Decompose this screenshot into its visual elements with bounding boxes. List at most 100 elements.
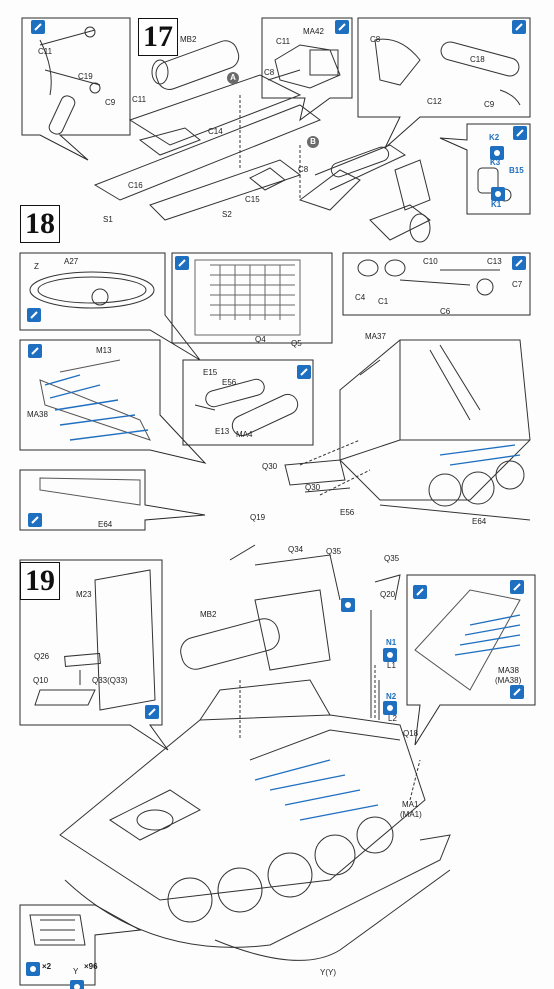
label-c7: C7 [512,280,523,289]
label-c6: C6 [440,307,451,316]
label-c4: C4 [355,293,366,302]
label-q20: Q20 [380,590,396,599]
label-q5: Q5 [291,339,302,348]
glue-icon [510,580,524,594]
label-mb2: MB2 [180,35,197,44]
label-k1: K1 [491,200,502,209]
label-y: Y [73,967,79,976]
label-mb2: MB2 [200,610,217,619]
label-n1: N1 [386,638,397,647]
label-ma37: MA37 [365,332,386,341]
glue-icon [335,20,349,34]
glue-icon [512,20,526,34]
label-c18: C18 [470,55,485,64]
glue-icon [513,126,527,140]
glue-icon [175,256,189,270]
label-x2: ×2 [42,962,52,971]
vehicle19-art [59,679,451,961]
callout-box-m13 [19,339,207,464]
label-c16: C16 [128,181,143,190]
vehicle18-blue-lines [439,444,521,466]
vehicle18-art [284,339,531,521]
label-ma38: MA38 [27,410,48,419]
label-e56: E56 [340,508,355,517]
label-q35: Q35 [384,554,400,563]
label-ma38: MA38 [498,666,519,675]
cement-icon [341,598,355,612]
cement-icon [491,187,505,201]
label-e56: E56 [222,378,237,387]
glue-icon [297,365,311,379]
vehicle19-blue-arrows [254,759,379,821]
cement-icon [26,962,40,976]
inset1-art [39,26,101,135]
label-q33: Q33(Q33) [92,676,128,685]
callout-box-track-link [19,904,142,986]
label-b15: B15 [509,166,524,175]
vehicle19-dashed [239,665,421,801]
callout-box-c18 [357,17,531,149]
track-art [29,271,155,309]
callout-box-q [19,559,169,751]
label-ma38-paren: (MA38) [495,676,522,685]
label-q26: Q26 [34,652,50,661]
label-z: Z [34,262,39,271]
label-e64: E64 [472,517,487,526]
cement-icon [383,648,397,662]
label-c11: C11 [38,47,53,56]
callout-box-c19 [21,17,131,161]
label-a27: A27 [64,257,79,266]
callout-box-k [439,123,531,215]
label-n2: N2 [386,692,397,701]
label-ma4: MA4 [236,430,253,439]
label-c11: C11 [276,37,291,46]
m13-blue-arrows [44,374,149,441]
callout-box-e64 [19,469,206,531]
inset2-art [267,44,341,89]
e64-art [39,477,141,506]
label-yy: Y(Y) [320,968,336,977]
label-m13: M13 [96,346,112,355]
label-q30: Q30 [262,462,278,471]
glue-icon [28,513,42,527]
callout-box-c [342,252,531,316]
label-c8: C8 [370,35,381,44]
label-ma1-paren: (MA1) [400,810,422,819]
glue-icon [510,685,524,699]
cement-icon [490,146,504,160]
label-m23: M23 [76,590,92,599]
ma38-blue-arrows [454,614,521,656]
glue-icon [31,20,45,34]
ma38-art [414,589,521,691]
label-k2: K2 [489,133,500,142]
cement-icon [383,701,397,715]
label-q35: Q35 [326,547,342,556]
inset3-art [374,38,521,106]
label-q34: Q34 [288,545,304,554]
marker-a: A [227,72,239,84]
label-c14: C14 [208,127,223,136]
label-s1: S1 [103,215,113,224]
e-parts-art [194,378,299,437]
label-e15: E15 [203,368,218,377]
label-c9: C9 [105,98,116,107]
label-ma1: MA1 [402,800,419,809]
label-c13: C13 [487,257,502,266]
vehicle18-dashed [299,439,371,496]
q-parts-art [34,569,156,711]
glue-icon [512,256,526,270]
step-number-17: 17 [138,18,178,56]
gun-art [93,40,431,243]
label-c11: C11 [132,95,147,104]
label-c8: C8 [264,68,275,77]
label-q19: Q19 [250,513,266,522]
callout-box-ma38 [406,574,536,746]
marker-b: B [307,136,319,148]
callout-box-ma42 [261,17,353,122]
label-c1: C1 [378,297,389,306]
track-link-art [29,914,86,946]
step-number-18: 18 [20,205,60,243]
callout-box-e [182,359,314,446]
